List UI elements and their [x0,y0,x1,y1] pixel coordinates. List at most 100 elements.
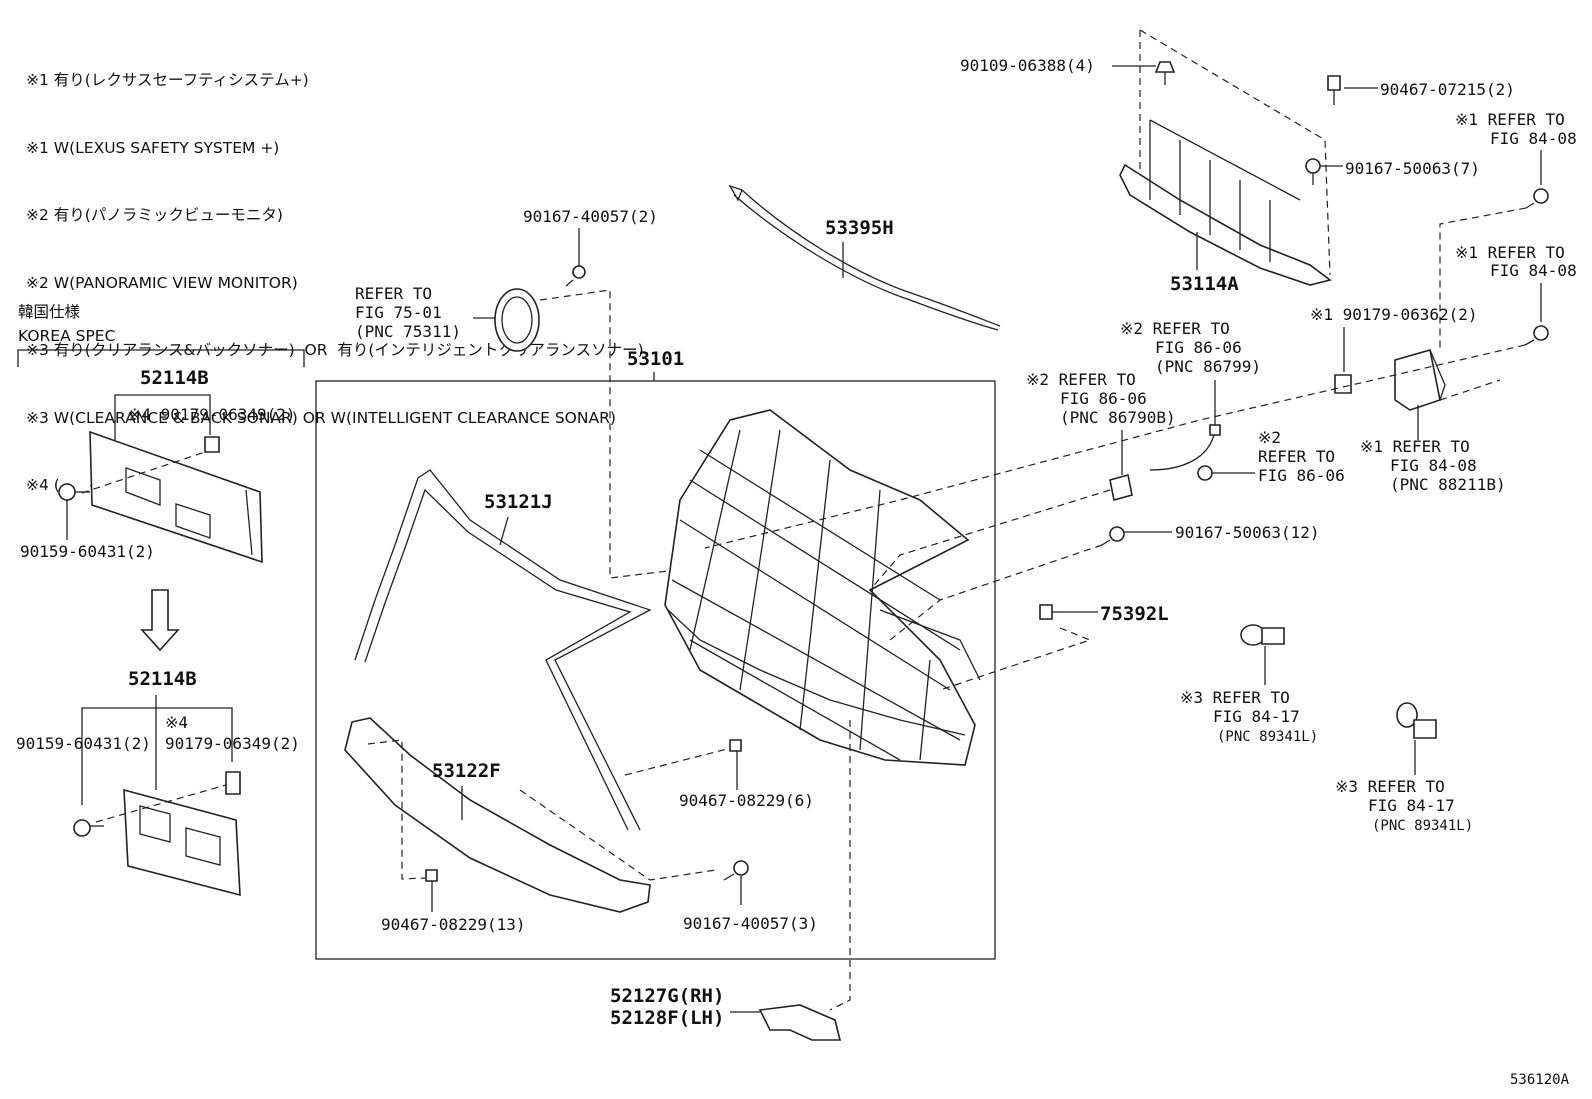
label-refer-75-2: FIG 75-01 [355,303,442,322]
radar-sensor-88211b [1394,348,1446,411]
radiator-grille-53101 [664,409,981,766]
clip-90467-07215 [1327,75,1341,105]
sonar-sensor-2 [1396,702,1437,739]
label-52127g-rh: 52127G(RH) [610,985,724,1007]
label-53395h: 53395H [825,217,894,239]
bracket-52127g [758,1004,842,1041]
label-52114b-upper: 52114B [140,367,209,389]
label-ref1b-2: FIG 84-08 [1490,261,1577,280]
note-mark-4: ※4 [165,713,188,732]
connector-ref2c [1197,465,1213,481]
molding-53395h [728,184,1001,331]
screw-90167-40057-3 [723,860,749,881]
sonar-sensor-1 [1240,624,1285,646]
note-line: ※3 W(CLEARANCE & BACK SONAR) OR W(INTELL… [26,408,616,427]
note-line: ※1 W(LEXUS SAFETY SYSTEM +) [26,138,280,157]
frame-molding-53121j [354,469,652,831]
clip-90109-06388 [1154,61,1176,85]
label-90167-40057-2: 90167-40057(2) [523,207,658,226]
dash-53122f-a [367,739,426,880]
bolt-upper [58,483,90,501]
clip-75392l [1039,604,1065,620]
label-ref3b-2: FIG 84-17 [1368,796,1455,815]
screw-90167-50063-12 [1101,526,1125,546]
label-ref2c-0: ※2 [1258,428,1281,447]
screw-90167-50063-7 [1305,158,1321,185]
label-ref1a-1: ※1 REFER TO [1455,110,1565,129]
dash-clip-6 [624,746,736,776]
label-ref1c-3: (PNC 88211B) [1390,475,1506,494]
dash-camera [869,489,1111,591]
dash-radar [704,344,1526,549]
note-line: ※1 有り(レクサスセーフティシステム+) [26,71,309,89]
screw-ref1a [1525,188,1549,209]
label-ref1b-1: ※1 REFER TO [1455,243,1565,262]
label-53114a: 53114A [1170,273,1239,295]
lower-molding-53122f [344,717,651,913]
screw-emblem [565,265,586,287]
label-90167-40057-3: 90167-40057(3) [683,914,818,933]
label-ref2b-1: ※2 REFER TO [1026,370,1136,389]
label-ref3a-2: FIG 84-17 [1213,707,1300,726]
dash-75392l [939,627,1092,691]
label-refer-75-3: (PNC 75311) [355,322,461,341]
dash-52127g [829,720,851,1011]
bolt-lower [73,819,104,837]
label-90167-50063-12: 90167-50063(12) [1175,523,1320,542]
dash-53114a-outline [1139,29,1331,276]
label-90179-06349-lower: 90179-06349(2) [165,734,300,753]
label-90159-60431-lower: 90159-60431(2) [16,734,151,753]
note-line: ※2 W(PANORAMIC VIEW MONITOR) [26,273,298,292]
dash-ref1a [1439,207,1527,350]
korea-spec-jp: 韓国仕様 [18,303,81,321]
korea-bracket-line [17,349,305,367]
dash-lower [95,784,227,823]
label-90167-50063-7: 90167-50063(7) [1345,159,1480,178]
label-ref3a-3: (PNC 89341L) [1217,729,1318,745]
label-53122f: 53122F [432,760,501,782]
dash-90167-50063-12 [889,544,1103,641]
label-53121j: 53121J [484,491,553,513]
label-ref1c-1: ※1 REFER TO [1360,437,1470,456]
label-ref2c-2: FIG 86-06 [1258,466,1345,485]
label-ref1a-2: FIG 84-08 [1490,129,1577,148]
clip-upper [204,436,220,453]
clip-90179-06362 [1334,374,1352,394]
label-90159-60431-upper: 90159-60431(2) [20,542,155,561]
label-75392l: 75392L [1100,603,1169,625]
leader-53121j [499,516,509,546]
dash-upper [81,451,206,494]
label-90467-08229-13: 90467-08229(13) [381,915,526,934]
label-90179-06349-upper: ※4 90179-06349(2) [128,405,296,424]
label-ref2a-3: (PNC 86799) [1155,357,1261,376]
label-ref2b-3: (PNC 86790B) [1060,408,1176,427]
clip-90467-08229-13 [425,869,438,882]
label-ref1c-2: FIG 84-08 [1390,456,1477,475]
label-ref2a-2: FIG 86-06 [1155,338,1242,357]
arrow-down-icon [140,589,180,652]
label-ref3a-1: ※3 REFER TO [1180,688,1290,707]
notes-block: ※1 有り(レクサスセーフティシステム+) ※1 W(LEXUS SAFETY … [26,24,644,519]
label-ref3b-1: ※3 REFER TO [1335,777,1445,796]
note-line: ※2 有り(パノラミックビューモニタ) [26,206,283,224]
dash-53122f-b [519,789,717,881]
license-bracket-upper [89,430,263,564]
emblem-icon [494,288,540,352]
label-90467-07215: 90467-07215(2) [1380,80,1515,99]
camera-harness [1109,424,1221,502]
screw-ref1b [1524,325,1549,346]
label-ref2c-1: REFER TO [1258,447,1335,466]
license-bracket-lower [123,788,241,897]
dash-emblem [539,289,677,579]
leader-52114b-lower [81,707,233,805]
label-ref2b-2: FIG 86-06 [1060,389,1147,408]
korea-spec-en: KOREA SPEC [18,327,115,345]
label-90109-06388: 90109-06388(4) [960,56,1095,75]
label-ref3b-3: (PNC 89341L) [1372,818,1473,834]
clip-90467-08229-6 [729,739,742,752]
dash-radar-b [1439,379,1501,401]
clip-lower [225,771,241,795]
label-refer-75-1: REFER TO [355,284,432,303]
leader-52114b-upper [114,394,211,440]
